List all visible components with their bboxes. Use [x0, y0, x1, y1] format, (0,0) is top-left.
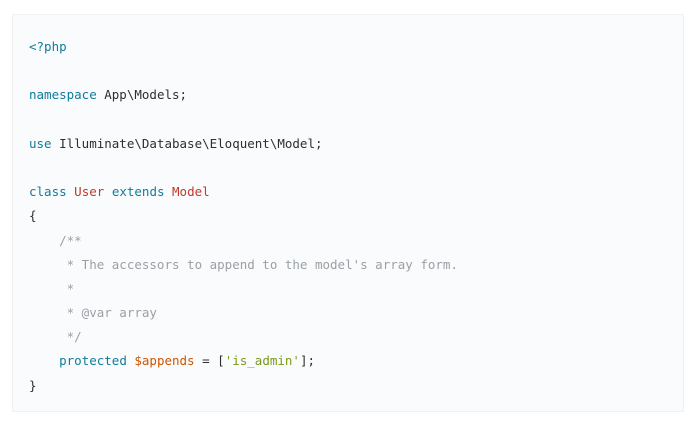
- class-name: User: [74, 184, 105, 200]
- doc-comment-line: * @var array: [29, 305, 157, 321]
- doc-comment-line: *: [29, 280, 75, 296]
- property-assign: = [: [194, 353, 225, 369]
- code-line-property: protected $appends = ['is_admin'];: [29, 349, 458, 373]
- code-line-brace-open: {: [29, 204, 458, 228]
- keyword-extends: extends: [111, 184, 165, 200]
- parent-class: Model: [172, 184, 210, 200]
- code-line-1: <?php: [29, 35, 458, 59]
- code-line-blank: [29, 59, 458, 83]
- code-line-blank: [29, 108, 458, 132]
- code-line-doc-3: * @var array: [29, 301, 458, 325]
- property-string-value: 'is_admin': [224, 353, 300, 369]
- keyword-class: class: [29, 184, 67, 200]
- code-line-doc-2: *: [29, 277, 458, 301]
- code-line-blank: [29, 156, 458, 180]
- keyword-namespace: namespace: [29, 87, 97, 103]
- property-close: ];: [299, 353, 316, 369]
- code-block: <?php namespace App\Models; use Illumina…: [12, 14, 684, 412]
- code-line-doc-end: */: [29, 325, 458, 349]
- code-line-doc-start: /**: [29, 229, 458, 253]
- code-content: <?php namespace App\Models; use Illumina…: [29, 35, 458, 398]
- brace-open: {: [29, 208, 37, 224]
- code-line-class: class User extends Model: [29, 180, 458, 204]
- code-line-namespace: namespace App\Models;: [29, 83, 458, 107]
- brace-close: }: [29, 377, 37, 393]
- namespace-value: App\Models;: [96, 87, 188, 103]
- doc-comment-start: /**: [29, 232, 82, 248]
- keyword-use: use: [29, 135, 52, 151]
- doc-comment-line: * The accessors to append to the model's…: [29, 256, 458, 272]
- code-line-doc-1: * The accessors to append to the model's…: [29, 253, 458, 277]
- property-variable: $appends: [134, 353, 195, 369]
- php-open-tag: <?php: [29, 39, 67, 54]
- code-line-use: use Illuminate\Database\Eloquent\Model;: [29, 132, 458, 156]
- use-value: Illuminate\Database\Eloquent\Model;: [51, 135, 323, 151]
- code-line-brace-close: }: [29, 374, 458, 398]
- doc-comment-end: */: [29, 329, 82, 345]
- keyword-protected: protected: [59, 353, 127, 369]
